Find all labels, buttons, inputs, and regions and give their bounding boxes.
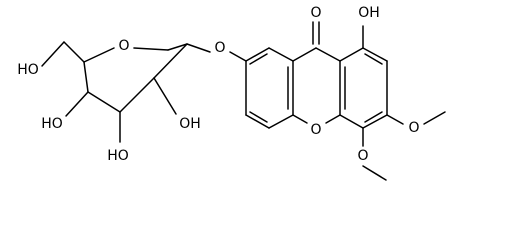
bond (186, 43, 211, 53)
hydroxyl-label: HO (107, 148, 129, 164)
bond (362, 114, 388, 129)
bond (41, 41, 65, 67)
bond (268, 114, 294, 129)
methoxy-oxygen-label: O (357, 148, 368, 164)
glycosidic-oxygen-label: O (214, 40, 225, 56)
bond (167, 43, 188, 51)
bond (83, 61, 89, 93)
bond (83, 47, 115, 63)
carbonyl-oxygen-label: O (310, 5, 321, 21)
bond (292, 47, 317, 62)
bond (364, 111, 383, 123)
chemical-structure: O O O O OH O O HO HO HO OH (17, 5, 446, 181)
methoxy-oxygen-label: O (408, 120, 419, 136)
bond (65, 91, 89, 117)
pyran-oxygen-label: O (118, 38, 129, 54)
bond (423, 111, 446, 125)
bond (245, 47, 270, 62)
hydroxyl-label: OH (358, 5, 380, 21)
bond (63, 41, 85, 63)
bond (249, 53, 268, 65)
bond (133, 47, 169, 51)
bond (362, 165, 387, 181)
bond (153, 77, 177, 115)
bond (268, 47, 294, 62)
bond (87, 91, 121, 113)
bond (339, 114, 364, 129)
hydroxyl-label: OH (179, 116, 201, 132)
bond (386, 114, 404, 125)
hydroxymethyl-label: HO (17, 62, 39, 78)
bond (119, 77, 155, 113)
hydroxyl-label: HO (41, 116, 63, 132)
atom-labels: O O O O OH O O HO HO HO OH (17, 5, 419, 164)
ring-oxygen-label: O (310, 122, 321, 138)
bond (362, 47, 388, 62)
bond (315, 47, 341, 62)
bond (339, 47, 364, 62)
bond (364, 53, 383, 65)
bond (245, 114, 270, 129)
bond (292, 114, 308, 124)
bond (153, 43, 188, 79)
bonds (41, 21, 446, 181)
bond (229, 51, 247, 62)
bond (249, 111, 268, 123)
bond (325, 114, 341, 124)
